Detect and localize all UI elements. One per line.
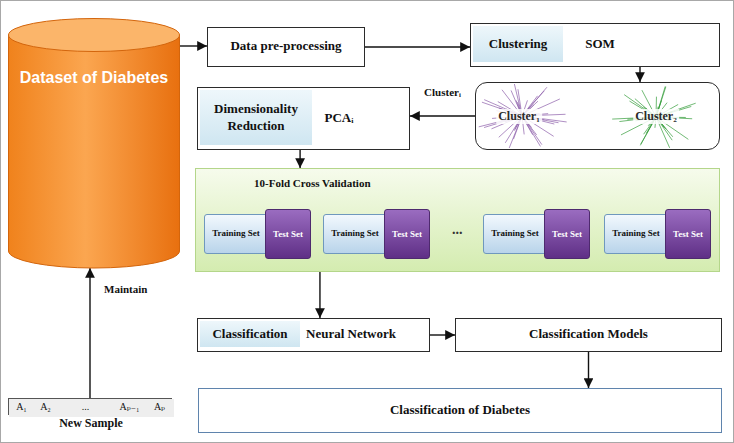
cluster-bursts — [479, 84, 696, 148]
node-text: 10-Fold Cross Validation — [254, 177, 371, 189]
cylinder-shape — [8, 18, 180, 268]
node-text: Training Set — [207, 215, 265, 251]
node-text: Classification Models — [456, 319, 721, 349]
node-text: Aₚ₋₁ — [113, 399, 146, 417]
node-text: Aₚ — [145, 399, 174, 417]
flow-arrow — [89, 268, 90, 398]
cluster-burst — [479, 84, 567, 148]
flow-arrow — [299, 150, 300, 168]
edge-label: Clusterᵢ — [422, 86, 463, 98]
node-text: Clustering — [473, 26, 563, 62]
training-set-box: Test SetTraining Set — [204, 214, 308, 254]
cluster-panel: Cluster₁ Cluster₂ — [475, 82, 720, 150]
flow-arrow — [639, 67, 640, 82]
node-subtext: PCAᵢ — [316, 88, 362, 147]
cluster-burst — [612, 86, 696, 147]
database-cylinder: Dataset of Diabetes — [8, 18, 180, 268]
cylinder-body — [9, 35, 180, 268]
cylinder-top — [9, 19, 180, 52]
node-text: Data pre-processing — [208, 28, 364, 64]
table-cell: Aₚ — [145, 399, 174, 417]
node-subtext: Cluster₂ — [633, 109, 679, 124]
node-text: Training Set — [486, 215, 544, 251]
table-cell: A₂ — [33, 399, 59, 417]
training-set-box: Test SetTraining Set — [604, 214, 708, 254]
table-cell: A₁ — [9, 399, 35, 417]
flow-arrow — [430, 334, 455, 335]
table-cell: ... — [57, 399, 115, 417]
table-cell: Aₚ₋₁ — [113, 399, 147, 417]
test-set-box: Test Set — [265, 209, 311, 259]
node-text: A₁ — [9, 399, 34, 417]
node-subtext: SOM — [573, 24, 627, 64]
node-text: Cluster₁ — [496, 109, 542, 124]
node-text: New Sample — [9, 416, 173, 431]
node-text: Training Set — [326, 215, 384, 251]
node-text: Classification — [200, 321, 300, 347]
node-text: ... — [57, 399, 114, 417]
training-set-box: Test SetTraining Set — [483, 214, 587, 254]
training-set-box: Test SetTraining Set — [323, 214, 427, 254]
ellipsis-label: ... — [452, 222, 463, 238]
node-text: Dimensionality Reduction — [200, 90, 312, 145]
node-text: Dataset of Diabetes — [16, 68, 172, 89]
edge-label: Maintain — [102, 283, 149, 295]
node-text: Training Set — [607, 215, 665, 251]
node-text: A₂ — [33, 399, 58, 417]
process-box: Classification Models — [455, 318, 722, 352]
process-box: Dimensionality ReductionPCAᵢ — [197, 87, 410, 150]
flow-arrow — [588, 352, 589, 388]
flow-arrow — [319, 272, 320, 318]
node-text: Classification of Diabetes — [199, 389, 721, 430]
test-set-box: Test Set — [384, 209, 430, 259]
flow-arrow — [410, 115, 475, 116]
node-text: Test Set — [385, 210, 429, 258]
node-text: Test Set — [266, 210, 310, 258]
result-box: Classification of Diabetes — [198, 388, 722, 433]
validation-band: Test SetTraining SetTest SetTraining Set… — [195, 168, 720, 272]
sample-table: A₁A₂...Aₚ₋₁AₚNew Sample — [8, 398, 172, 415]
node-text: Test Set — [545, 210, 589, 258]
flow-arrow — [180, 45, 207, 46]
node-subtext: Neural Network — [306, 319, 396, 349]
process-box: Data pre-processing — [207, 27, 365, 67]
process-box: ClassificationNeural Network — [197, 318, 430, 352]
test-set-box: Test Set — [544, 209, 590, 259]
node-text: Test Set — [666, 210, 710, 258]
process-box: Clustering SOM — [470, 23, 720, 67]
flow-arrow — [365, 46, 470, 47]
test-set-box: Test Set — [665, 209, 711, 259]
